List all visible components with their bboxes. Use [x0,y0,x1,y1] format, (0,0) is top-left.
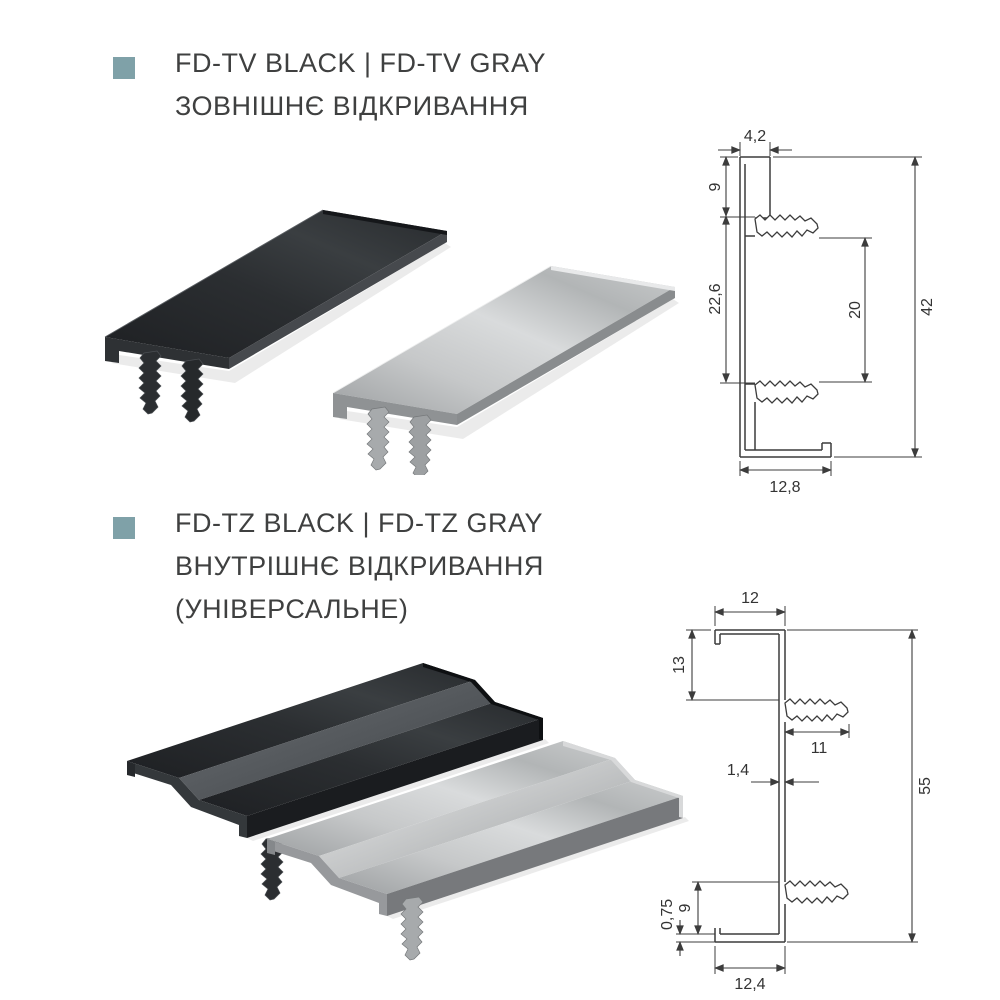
section-subtitle: ЗОВНІШНЄ ВІДКРИВАННЯ [175,91,529,121]
fdtz-product-render [127,663,689,961]
dim-inner-gap: 20 [847,301,864,319]
black-front-drop [247,718,543,838]
gray-z-profile-render [267,741,689,961]
black-profile-render [104,209,451,423]
dim-overall-height: 42 [919,298,936,316]
gray-left-lip [267,839,275,855]
gray-left-endcap [267,839,387,916]
dim-wall-thickness: 1,4 [727,762,749,779]
fdtz-dimensions: 12 13 11 1,4 9 0,75 55 [659,590,934,993]
section-title: FD-TZ BLACK | FD-TZ GRAY [175,508,544,538]
gray-step-face [319,758,635,878]
gray-lower-face [339,780,683,894]
gray-rear-edge [332,265,552,394]
section-bullet [113,57,135,79]
black-step-face [179,680,495,800]
dim-top-width: 12 [741,590,759,607]
section-bullet [113,517,135,539]
black-fin [138,350,162,415]
shadow [247,739,549,841]
dim-top-width: 4,2 [744,128,766,145]
barbed-fin-upper [784,698,849,722]
black-top-face [105,210,447,358]
fdtv-profile-outline [739,156,832,458]
section-subtitle: ВНУТРІШНЄ ВІДКРИВАННЯ [175,551,544,581]
black-top-face [127,663,475,778]
dim-bottom-width: 12,4 [734,976,765,993]
black-rear-edge [104,209,324,338]
fdtv-product-render [104,209,679,475]
black-front-lip [229,231,447,369]
black-left-endcap [127,761,247,838]
barbed-fin-bottom [754,380,819,404]
barbed-fin-lower [784,880,849,904]
dim-upper-height: 9 [707,182,724,191]
dim-fin-length: 11 [811,740,828,757]
shadow [387,817,689,919]
fdtz-technical-drawing: 12 13 11 1,4 9 0,75 55 [659,590,934,993]
dim-plate-thickness: 0,75 [659,899,676,930]
dim-upper-height: 13 [671,656,688,674]
fdtv-dimensions: 4,2 9 22,6 20 42 12,8 [707,128,936,496]
gray-profile-render [332,265,679,475]
gray-front-lip [457,287,675,425]
black-right-rim [323,210,447,235]
dim-left-depth: 22,6 [707,283,724,314]
dim-overall-height: 55 [917,777,934,795]
fdtz-profile-outline [714,629,849,943]
gray-top-face [267,741,615,856]
gray-right-rim [551,266,675,291]
gray-fin [366,406,390,471]
black-left-lip [127,761,135,777]
section-title: FD-TV BLACK | FD-TV GRAY [175,48,547,78]
dim-bottom-width: 12,8 [769,479,800,496]
black-lower-face [199,702,543,816]
black-z-profile-render [127,663,549,901]
dim-lower-height: 9 [677,903,694,912]
gray-right-rim [563,741,683,818]
fdtv-technical-drawing: 4,2 9 22,6 20 42 12,8 [707,128,936,496]
black-right-rim [423,663,543,740]
gray-front-drop [387,796,683,916]
gray-top-face [333,266,675,414]
section-subtitle: (УНІВЕРСАЛЬНЕ) [175,594,409,624]
